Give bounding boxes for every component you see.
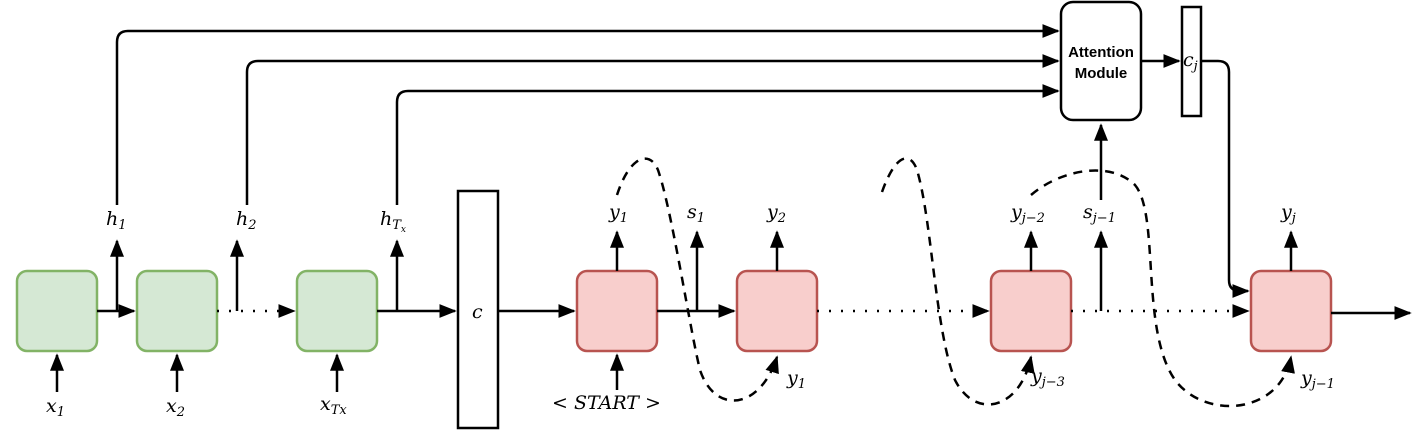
decoder-cell-2 (735, 269, 819, 353)
context-vector (456, 189, 500, 430)
output-label-yj: yj (1280, 201, 1296, 226)
feedback-label-yj3: yj−3 (1030, 365, 1065, 390)
feedback-curve-1 (615, 157, 779, 402)
htx-to-attention (395, 84, 1060, 205)
input-label-xtx: xTx (320, 393, 347, 418)
output-label-yj2: yj−2 (1010, 201, 1045, 226)
attention-module (1059, 0, 1143, 122)
feedback-curve-2 (880, 157, 1035, 406)
h2-to-attention (245, 54, 1060, 205)
attention-label-line1: Attention (1068, 44, 1134, 61)
hidden-label-htx: hTx (380, 208, 406, 235)
hidden-label-h2: h2 (236, 208, 257, 233)
attention-label-line2: Module (1075, 65, 1128, 82)
cj-to-decoder (1201, 59, 1250, 298)
encoder-cell-3 (295, 269, 379, 353)
feedback-label-yj1: yj−1 (1300, 367, 1335, 392)
output-label-y2: y2 (766, 201, 786, 226)
output-label-y1: y1 (608, 201, 628, 226)
context-label: c (472, 301, 483, 323)
hidden-label-h1: h1 (106, 208, 127, 233)
h1-to-attention (115, 24, 1060, 205)
feedback-curve-3 (1030, 169, 1295, 408)
state-label-sj1: sj−1 (1083, 201, 1116, 226)
start-token-label: < START > (552, 392, 661, 414)
encoder-cell-2 (135, 269, 219, 353)
state-label-s1: s1 (687, 201, 705, 226)
encoder-cell-1 (15, 269, 99, 353)
decoder-cell-1 (575, 269, 659, 353)
input-label-x2: x2 (166, 395, 185, 420)
input-label-x1: x1 (46, 395, 65, 420)
context-j-label: cj (1183, 49, 1198, 74)
decoder-cell-4 (1249, 269, 1333, 353)
feedback-label-y1: y1 (786, 367, 806, 392)
decoder-cell-3 (989, 269, 1073, 353)
